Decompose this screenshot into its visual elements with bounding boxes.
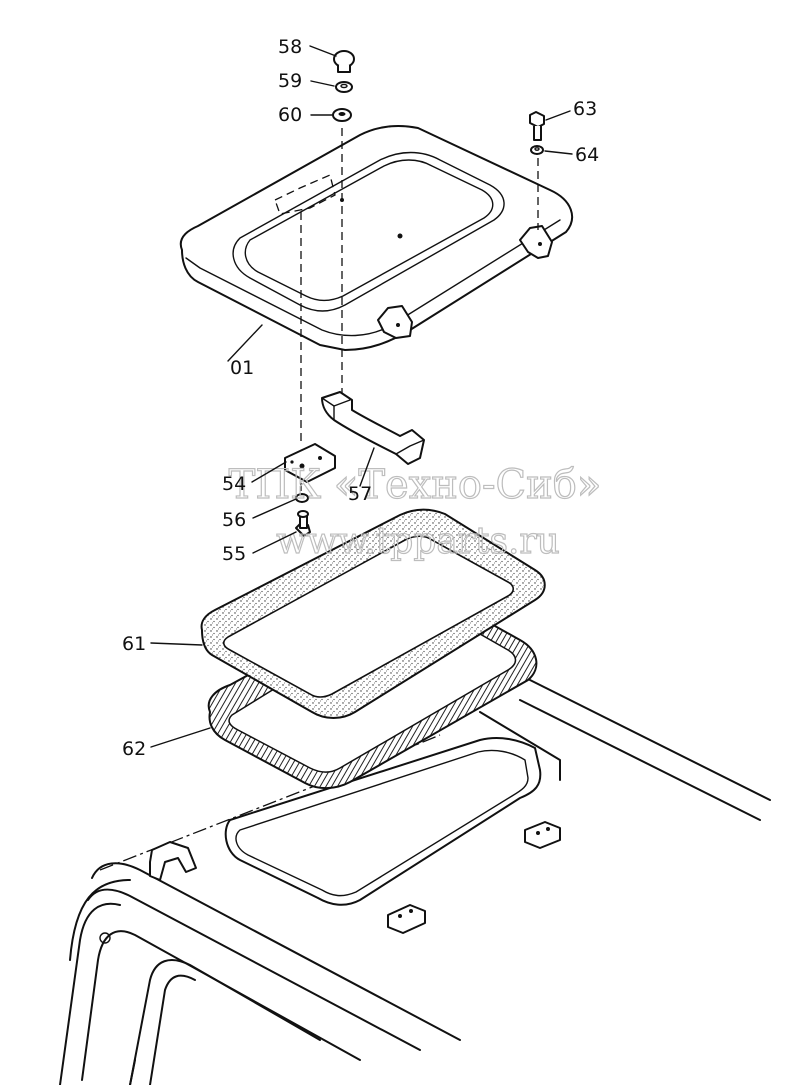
watermark-line1: ТПК «Техно-Сиб» [229,462,602,508]
callout-59: 59 [278,70,302,92]
roof-bracket [149,841,197,881]
cover-hinge-left [377,305,413,339]
callout-55: 55 [222,543,246,565]
nut-60 [332,108,352,122]
leader-lines [150,45,573,748]
watermark-line2: www.tpparts.ru [276,521,560,562]
latch-plate-54 [284,443,336,483]
callout-56: 56 [222,509,246,531]
cab-roof [59,679,771,1085]
washer-56 [295,493,309,503]
cover-hinge-right [519,225,553,259]
roof-hinge-block-right [524,821,561,849]
bolt-55 [295,510,311,537]
gasket-61 [200,508,546,719]
roof-hinge-block-left [387,904,426,934]
callout-01: 01 [230,357,254,379]
callout-58: 58 [278,36,302,58]
handle-57 [321,391,425,465]
callout-60: 60 [278,104,302,126]
callouts: 58 59 60 63 64 01 54 57 56 55 61 62 [122,36,599,760]
callout-54: 54 [222,473,246,495]
callout-64: 64 [575,144,599,166]
bolt-63 [529,111,545,141]
callout-62: 62 [122,738,146,760]
callout-57: 57 [348,483,372,505]
watermark: ТПК «Техно-Сиб» www.tpparts.ru [228,461,602,562]
washer-64 [530,145,544,155]
callout-63: 63 [573,98,597,120]
washer-59 [335,81,353,93]
callout-61: 61 [122,633,146,655]
knob-58 [333,50,355,73]
hatch-cover-01 [179,125,574,351]
